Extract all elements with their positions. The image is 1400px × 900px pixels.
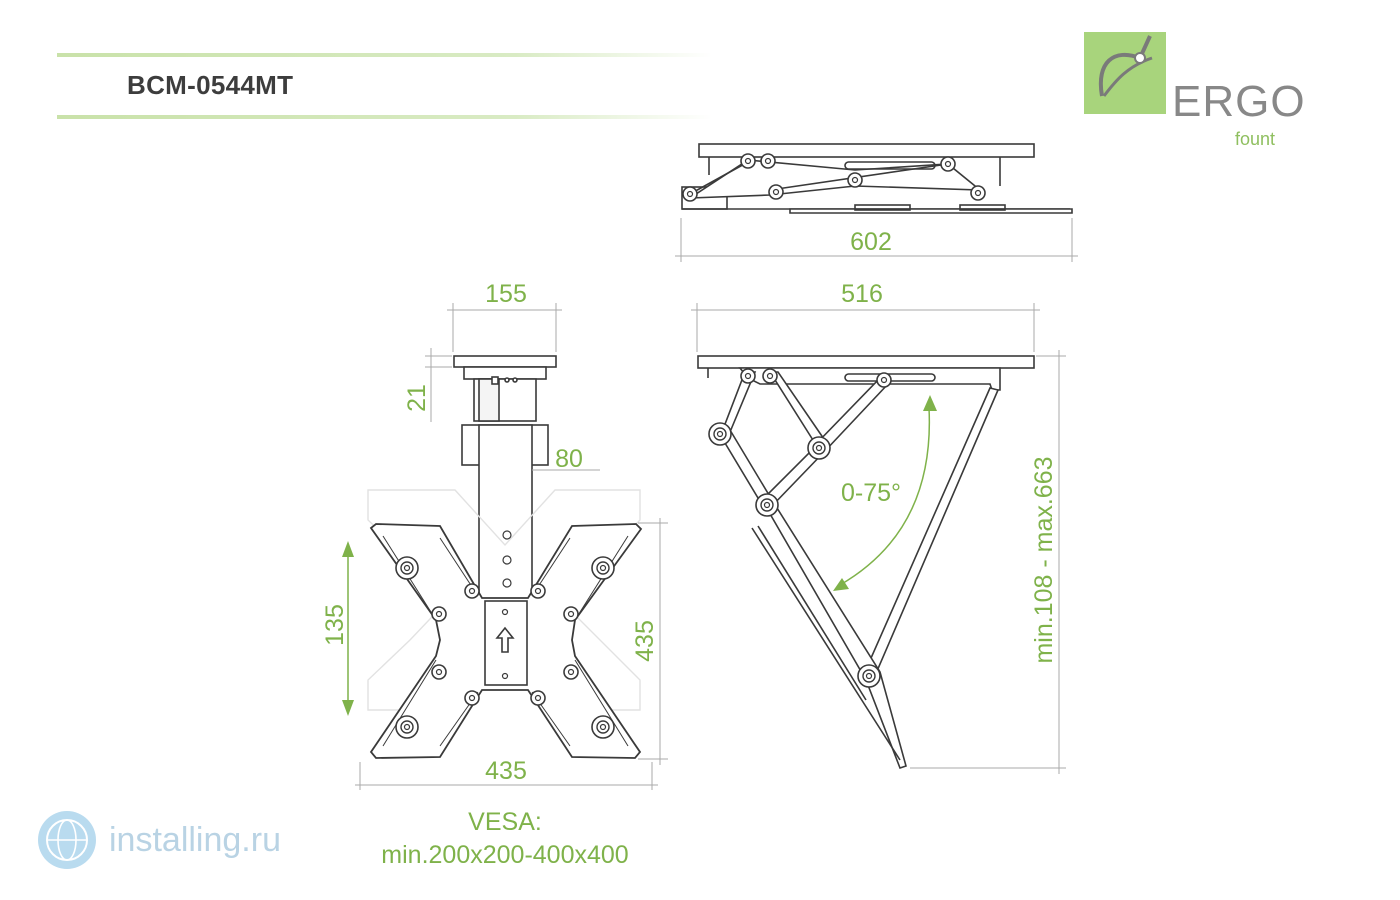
dim-vesa-pattern-height: 135	[321, 604, 349, 646]
dim-435-horizontal-lines	[355, 762, 658, 790]
dim-plate-width: 155	[485, 280, 527, 308]
ceiling-plate-column	[453, 355, 557, 606]
dim-155-lines	[447, 303, 562, 352]
logo-wordmark: ERGO	[1172, 77, 1306, 126]
model-title: BCM-0544MT	[127, 70, 294, 100]
vesa-label: VESA:	[468, 808, 542, 836]
header-top-rule	[57, 53, 712, 57]
dim-drop-lines	[910, 350, 1066, 774]
watermark-text: installing.ru	[109, 821, 281, 859]
vesa-range: min.200x200-400x400	[381, 841, 629, 869]
dim-tilt-angle: 0-75°	[841, 479, 901, 507]
dim-bracket-width: 435	[485, 757, 527, 785]
dim-602-lines	[675, 218, 1078, 262]
header-bottom-rule	[57, 115, 712, 119]
globe-icon	[38, 811, 96, 869]
bracket-bolts	[395, 530, 615, 739]
ergofount-logo: ERGO fount	[1084, 32, 1305, 148]
dim-bracket-height: 435	[631, 620, 659, 662]
dim-21-lines	[425, 348, 452, 422]
dim-plate-height: 21	[403, 384, 431, 412]
dim-435-vertical-lines	[638, 518, 668, 765]
dim-516-lines	[691, 303, 1040, 352]
folded-side-view	[681, 143, 1073, 214]
extended-side-view	[697, 355, 1035, 770]
dim-135-arrow	[342, 541, 354, 716]
dim-side-width: 516	[841, 280, 883, 308]
dim-side-top-width: 602	[850, 228, 892, 256]
dim-column-width: 80	[555, 445, 583, 473]
dim-drop-range: min.108 - max.663	[1030, 456, 1058, 663]
installing-watermark: installing.ru	[24, 806, 314, 876]
center-plate	[484, 600, 528, 686]
tilt-arc-arrow	[833, 395, 937, 591]
logo-subtitle: fount	[1235, 129, 1276, 149]
bent-arm-logo-icon	[1084, 32, 1166, 114]
